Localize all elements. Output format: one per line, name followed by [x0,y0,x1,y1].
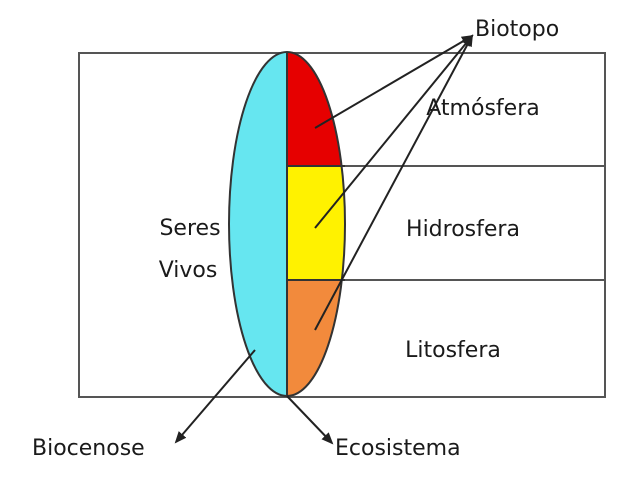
seres-vivos-region [229,52,287,396]
atmosfera-label: Atmósfera [426,96,539,121]
hidrosfera-label: Hidrosfera [406,217,520,242]
biocenose-label: Biocenose [32,436,145,461]
atmosfera-region [287,52,345,166]
arrow-hidrosfera-biotopo [314,34,474,229]
biotopo-label: Biotopo [475,17,559,42]
litosfera-region [287,280,345,396]
arrow-litosfera-biotopo [314,34,473,331]
outer-frame [78,52,606,398]
litosfera-label: Litosfera [405,338,501,363]
arrow-biocenose [174,349,256,444]
ecosistema-label: Ecosistema [335,436,461,461]
arrow-ecosistema [286,395,334,445]
seres-label: Seres [159,216,220,241]
vivos-label: Vivos [159,258,218,283]
arrow-atmosfera-biotopo [314,34,474,129]
hidrosfera-region [287,166,345,280]
